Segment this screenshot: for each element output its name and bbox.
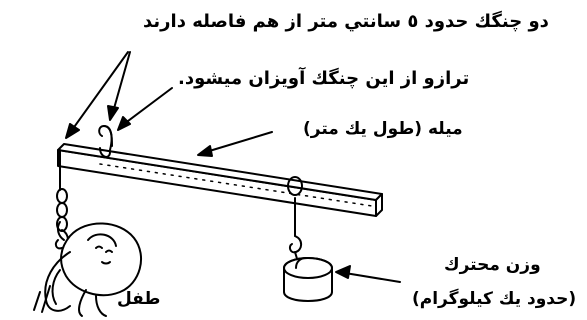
weight-arrow — [335, 265, 401, 283]
hooks-arrows — [65, 51, 173, 139]
weight-label-line2: (حدود يك كيلوگرام) — [412, 289, 577, 309]
measuring-bar — [57, 143, 383, 217]
weight-cylinder — [283, 257, 333, 302]
bar-label: ميله (طول يك متر) — [303, 119, 463, 139]
baby-figure — [33, 221, 143, 317]
bar-arrow — [197, 131, 273, 157]
weight-label-line1: وزن محترك — [444, 255, 541, 275]
hooks-distance-label: دو چنگك حدود ٥ سانتي متر از هم فاصله دار… — [143, 11, 549, 32]
weight-hook — [287, 176, 303, 263]
scale-hang-label: ترازو از اين چنگك آويزان ميشود. — [178, 68, 470, 89]
hanging-hook — [98, 125, 113, 158]
baby-label: طفل — [117, 289, 161, 309]
